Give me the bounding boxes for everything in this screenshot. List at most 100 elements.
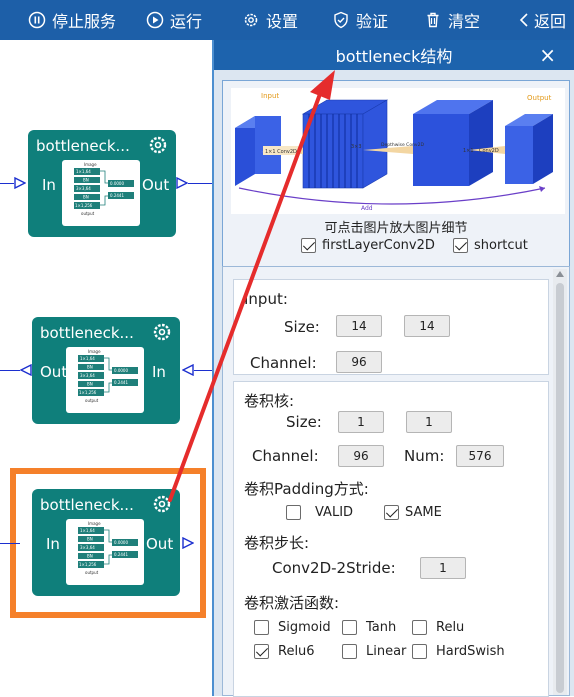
run-button[interactable]: 运行 bbox=[146, 0, 202, 40]
thumb-v2: 0.2441 bbox=[110, 193, 124, 198]
thumb-l1: 1×1,64 bbox=[80, 356, 95, 361]
bottleneck-node-selected[interactable]: bottleneck... In Out Image 1×1,64 BN 3×3… bbox=[32, 489, 180, 596]
activation-hardswish-checkbox[interactable]: HardSwish bbox=[412, 644, 505, 659]
stop-icon bbox=[28, 11, 46, 29]
checkbox-box[interactable] bbox=[254, 644, 269, 659]
diagram-input-label: Input bbox=[261, 92, 279, 100]
thumb-l2: 3×3,64 bbox=[80, 545, 95, 550]
panel-header: bottleneck结构 × bbox=[214, 40, 574, 70]
node-title: bottleneck... bbox=[36, 137, 130, 155]
vertical-scrollbar[interactable] bbox=[553, 269, 567, 695]
out-label: Out bbox=[40, 363, 68, 381]
thumb-v2: 0.2441 bbox=[114, 380, 128, 385]
checkbox-box[interactable] bbox=[342, 644, 357, 659]
activation-hardswish-label: HardSwish bbox=[436, 644, 505, 659]
thumb-bn1: BN bbox=[87, 365, 93, 370]
node-thumbnail: Image 1×1,64 BN 3×3,64 BN 1×1,256 output… bbox=[62, 160, 140, 226]
kernel-channel-field[interactable]: 96 bbox=[338, 445, 384, 467]
verify-label: 验证 bbox=[356, 12, 389, 31]
shortcut-label: shortcut bbox=[474, 238, 528, 253]
input-channel-field[interactable]: 96 bbox=[336, 351, 382, 373]
bottleneck-node[interactable]: bottleneck... Out In Image 1×1,64 BN 3×3… bbox=[32, 317, 180, 424]
thumbnail-diagram: Image 1×1,64 BN 3×3,64 BN 1×1,256 output… bbox=[78, 521, 138, 575]
settings-label: 设置 bbox=[266, 12, 299, 31]
activation-relu6-checkbox[interactable]: Relu6 bbox=[254, 644, 315, 659]
shortcut-checkbox[interactable]: shortcut bbox=[453, 238, 528, 253]
checkbox-box[interactable] bbox=[412, 644, 427, 659]
thumb-v1: 0.0000 bbox=[114, 368, 128, 373]
thumb-bn1: BN bbox=[87, 537, 93, 542]
bottleneck-node[interactable]: bottleneck... In Out Image 1×1,64 BN 3×3… bbox=[28, 130, 176, 237]
run-label: 运行 bbox=[170, 12, 203, 31]
gear-icon bbox=[244, 13, 258, 27]
settings-button[interactable]: 设置 bbox=[242, 0, 298, 40]
out-port-icon[interactable] bbox=[182, 537, 194, 549]
padding-valid-checkbox[interactable]: VALID bbox=[286, 505, 353, 520]
close-button[interactable]: × bbox=[539, 43, 556, 67]
in-port-icon[interactable] bbox=[182, 364, 194, 376]
activation-tanh-checkbox[interactable]: Tanh bbox=[342, 620, 396, 635]
checkbox-box[interactable] bbox=[412, 620, 427, 635]
out-port-icon[interactable] bbox=[176, 177, 188, 189]
padding-same-label: SAME bbox=[405, 505, 442, 520]
clear-button[interactable]: 清空 bbox=[424, 0, 480, 40]
kernel-size-height-field[interactable]: 1 bbox=[406, 411, 452, 433]
config-scroll-area[interactable]: Input: Size: 14 14 Channel: 96 卷积核: Size… bbox=[222, 266, 570, 697]
in-label: In bbox=[42, 176, 56, 194]
gear-icon[interactable] bbox=[148, 135, 168, 155]
stride-field[interactable]: 1 bbox=[420, 557, 466, 579]
verify-button[interactable]: 验证 bbox=[332, 0, 388, 40]
play-icon bbox=[146, 11, 164, 29]
checkbox-box[interactable] bbox=[254, 620, 269, 635]
padding-same-checkbox[interactable]: SAME bbox=[384, 505, 442, 520]
input-channel-label: Channel: bbox=[250, 354, 317, 372]
checkbox-box[interactable] bbox=[384, 505, 399, 520]
thumb-l3: 1×1,256 bbox=[75, 203, 93, 208]
first-layer-conv2d-checkbox[interactable]: firstLayerConv2D bbox=[301, 238, 435, 253]
scroll-up-arrow-icon[interactable] bbox=[556, 271, 564, 277]
activation-linear-checkbox[interactable]: Linear bbox=[342, 644, 406, 659]
node-title: bottleneck... bbox=[40, 324, 134, 342]
bottleneck-diagram-image[interactable]: 1×1 Conv2D 3×3 Depthwise Conv2D 1×1 Conv… bbox=[231, 88, 565, 214]
stop-service-button[interactable]: 停止服务 bbox=[28, 0, 116, 40]
gear-icon[interactable] bbox=[152, 322, 172, 342]
activation-relu6-label: Relu6 bbox=[278, 644, 315, 659]
in-port-icon[interactable] bbox=[14, 177, 26, 189]
connection-wire bbox=[188, 183, 212, 184]
activation-relu-checkbox[interactable]: Relu bbox=[412, 620, 464, 635]
diagram-add-label: Add bbox=[361, 205, 373, 212]
input-size-width-field[interactable]: 14 bbox=[336, 315, 382, 337]
checkbox-box[interactable] bbox=[453, 238, 468, 253]
gear-icon[interactable] bbox=[152, 494, 172, 514]
back-label: 返回 bbox=[534, 12, 567, 31]
out-port-icon[interactable] bbox=[20, 364, 32, 376]
toolbar: 停止服务 运行 设置 验证 清空 返回 bbox=[0, 0, 574, 40]
input-section: Input: Size: 14 14 Channel: 96 bbox=[233, 279, 549, 375]
kernel-section: 卷积核: Size: 1 1 Channel: 96 Num: 576 卷积Pa… bbox=[233, 381, 549, 697]
thumbnail-diagram: Image 1×1,64 BN 3×3,64 BN 1×1,256 output… bbox=[78, 349, 138, 403]
thumb-v2: 0.2441 bbox=[114, 552, 128, 557]
activation-title: 卷积激活函数: bbox=[244, 594, 340, 612]
thumb-output-label: output bbox=[81, 211, 95, 216]
checkbox-box[interactable] bbox=[301, 238, 316, 253]
stop-service-label: 停止服务 bbox=[52, 12, 117, 31]
thumb-l3: 1×1,256 bbox=[79, 562, 97, 567]
activation-sigmoid-checkbox[interactable]: Sigmoid bbox=[254, 620, 331, 635]
kernel-size-width-field[interactable]: 1 bbox=[338, 411, 384, 433]
padding-title: 卷积Padding方式: bbox=[244, 480, 369, 498]
input-size-height-field[interactable]: 14 bbox=[404, 315, 450, 337]
back-button[interactable]: 返回 bbox=[518, 0, 566, 40]
scroll-thumb[interactable] bbox=[556, 283, 564, 693]
thumb-output-label: output bbox=[85, 570, 99, 575]
checkbox-box[interactable] bbox=[342, 620, 357, 635]
activation-tanh-label: Tanh bbox=[366, 620, 397, 635]
kernel-num-field[interactable]: 576 bbox=[456, 445, 504, 467]
graph-canvas[interactable]: bottleneck... In Out Image 1×1,64 BN 3×3… bbox=[0, 40, 212, 696]
diagram-op2: 3×3 bbox=[351, 144, 362, 150]
thumbnail-diagram: Image 1×1,64 BN 3×3,64 BN 1×1,256 output… bbox=[74, 162, 134, 216]
diagram-op3: 1×1 bbox=[463, 148, 474, 154]
thumb-l1: 1×1,64 bbox=[80, 528, 95, 533]
image-caption: 可点击图片放大图片细节 bbox=[324, 221, 468, 236]
first-layer-conv2d-label: firstLayerConv2D bbox=[322, 238, 435, 253]
checkbox-box[interactable] bbox=[286, 505, 301, 520]
